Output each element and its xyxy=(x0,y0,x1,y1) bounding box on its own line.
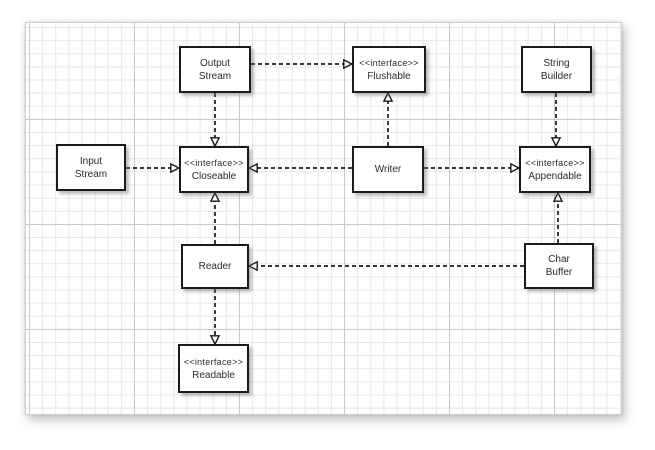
node-label: Readable xyxy=(192,369,235,381)
node-label: Flushable xyxy=(367,70,411,82)
node-label: Stream xyxy=(74,168,108,180)
node-label: String xyxy=(543,57,570,69)
node-label: Stream xyxy=(198,70,232,82)
node-stereotype: <<interface>> xyxy=(184,157,244,168)
node-stereotype: <<interface>> xyxy=(525,157,585,168)
node-label: Reader xyxy=(198,261,232,272)
node-reader: Reader xyxy=(181,244,249,289)
node-stereotype: <<interface>> xyxy=(359,57,419,68)
node-label: Buffer xyxy=(545,267,573,278)
node-closeable: <<interface>> Closeable xyxy=(179,146,249,193)
node-label: Input xyxy=(79,155,103,167)
node-writer: Writer xyxy=(352,146,424,193)
node-appendable: <<interface>> Appendable xyxy=(519,146,591,193)
node-label: Writer xyxy=(374,164,402,175)
node-label: Closeable xyxy=(191,170,237,182)
node-label: Output xyxy=(199,57,231,69)
node-label: Builder xyxy=(540,70,573,82)
node-readable: <<interface>> Readable xyxy=(178,344,249,393)
node-label: Char xyxy=(548,254,570,265)
edges-layer xyxy=(126,23,621,414)
node-flushable: <<interface>> Flushable xyxy=(352,46,426,93)
node-stereotype: <<interface>> xyxy=(183,356,244,367)
node-label: Appendable xyxy=(528,170,582,182)
